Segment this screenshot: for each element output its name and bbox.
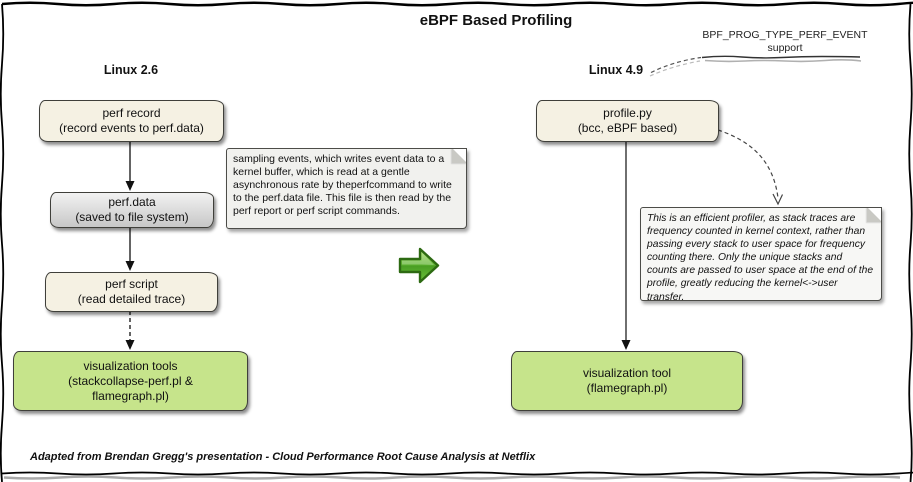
viz-tools-line2: (stackcollapse-perf.pl & xyxy=(68,373,193,388)
flow-box-perf-record: perf record (record events to perf.data) xyxy=(39,100,224,142)
frame-bottom-shadow xyxy=(3,475,901,480)
green-arrow-icon xyxy=(396,245,442,286)
column-heading-linux-2-6: Linux 2.6 xyxy=(103,63,159,77)
note-efficient-profiler-text: This is an efficient profiler, as stack … xyxy=(647,213,874,301)
column-heading-linux-4-9: Linux 4.9 xyxy=(588,63,644,77)
flow-box-visualization-tools: visualization tools (stackcollapse-perf.… xyxy=(13,351,248,411)
viz-tool-line2: (flamegraph.pl) xyxy=(586,381,668,395)
attribution-text: Adapted from Brendan Gregg's presentatio… xyxy=(30,451,536,463)
page-title: eBPF Based Profiling xyxy=(419,12,573,29)
frame-right xyxy=(908,3,913,482)
callout-text-line1: BPF_PROG_TYPE_PERF_EVENT xyxy=(702,29,868,41)
note-sampling-events: sampling events, which writes event data… xyxy=(226,148,467,229)
arrowhead-2 xyxy=(125,261,135,271)
arrowhead-open-note xyxy=(772,193,784,206)
perf-script-line2: (read detailed trace) xyxy=(77,292,186,306)
note-efficient-profiler: This is an efficient profiler, as stack … xyxy=(640,207,882,301)
profile-py-line2: (bcc, eBPF based) xyxy=(577,121,678,135)
profilepy-note-leader-dashed xyxy=(717,129,779,199)
callout-text-line2: support xyxy=(767,42,803,54)
note-sampling-events-text: sampling events, which writes event data… xyxy=(233,153,452,217)
arrowhead-4 xyxy=(621,340,631,350)
arrowhead-3 xyxy=(125,340,135,350)
flow-box-perf-script: perf script (read detailed trace) xyxy=(45,272,218,312)
callout-underline xyxy=(701,55,861,59)
arrowhead-1 xyxy=(125,181,135,191)
viz-tools-line3: flamegraph.pl) xyxy=(92,388,169,403)
perf-record-line1: perf record xyxy=(102,106,161,120)
bpf-support-callout: BPF_PROG_TYPE_PERF_EVENT support xyxy=(688,29,882,55)
frame-left xyxy=(0,3,5,482)
profile-py-line1: profile.py xyxy=(603,106,652,120)
flow-box-visualization-tool: visualization tool (flamegraph.pl) xyxy=(511,351,743,411)
perf-data-line1: perf.data xyxy=(108,195,156,209)
viz-tool-line1: visualization tool xyxy=(582,366,672,380)
callout-underline-shadow xyxy=(704,59,862,63)
flow-box-perf-data: perf.data (saved to file system) xyxy=(50,192,214,228)
viz-tools-line1: visualization tools xyxy=(83,358,178,373)
frame-bottom xyxy=(1,471,913,476)
perf-script-line1: perf script xyxy=(105,277,158,291)
perf-data-line2: (saved to file system) xyxy=(75,210,189,224)
perf-record-line2: (record events to perf.data) xyxy=(59,121,204,135)
flow-box-profile-py: profile.py (bcc, eBPF based) xyxy=(536,100,719,142)
frame-top xyxy=(1,1,913,7)
